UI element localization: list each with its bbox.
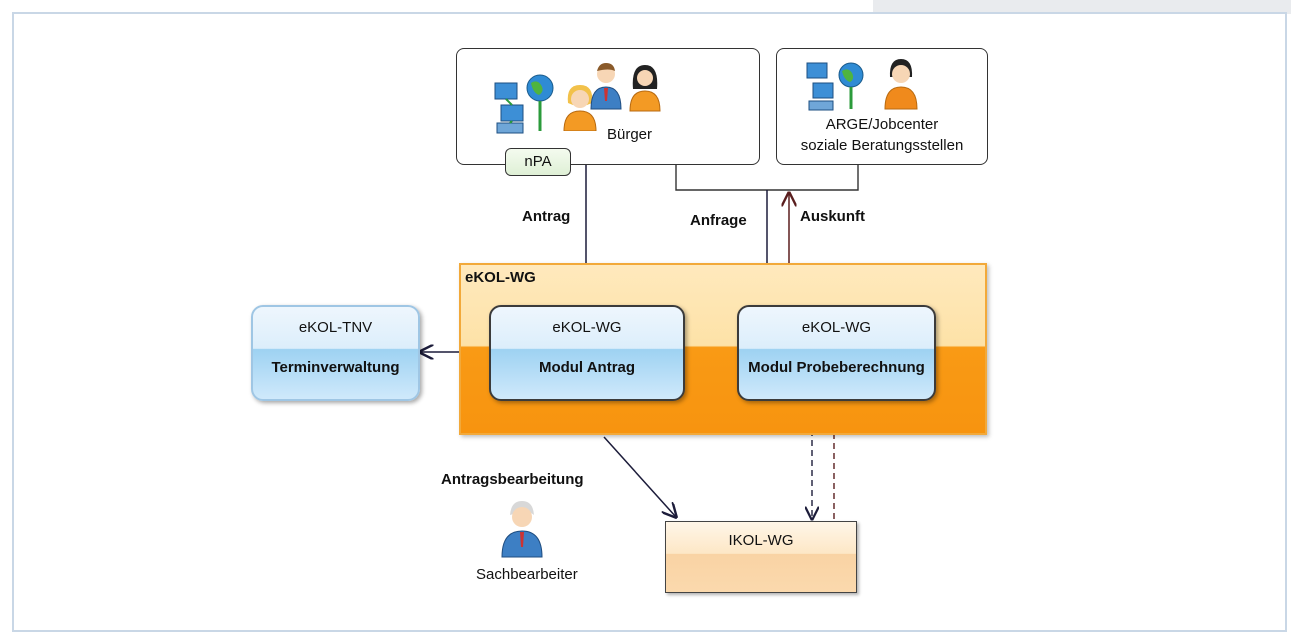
arge-label-line1: ARGE/Jobcenter (825, 116, 939, 133)
ikol-title: IKOL-WG (728, 532, 794, 549)
orange-user-icon (884, 59, 918, 110)
corner-tab (873, 0, 1291, 14)
man-user-icon (590, 63, 622, 110)
edge-connector-arge (675, 165, 859, 191)
globe-icon (838, 62, 864, 109)
module-probe-title: eKOL-WG (801, 319, 872, 336)
arge-box: ARGE/Jobcenter soziale Beratungsstellen (776, 48, 988, 165)
woman-dark-user-icon (629, 65, 661, 112)
module-antrag-title: eKOL-WG (552, 319, 622, 336)
module-tnv-subtitle: Terminverwaltung (271, 359, 400, 376)
clerk-user-icon (501, 501, 543, 558)
ikol-box: IKOL-WG (665, 521, 857, 593)
module-probe-subtitle: Modul Probeberechnung (748, 359, 925, 376)
module-probeberechnung: eKOL-WG Modul Probeberechnung (737, 305, 936, 401)
group-title: eKOL-WG (465, 269, 536, 286)
computer-network-icon (494, 82, 524, 134)
edge-label-anfrage: Anfrage (690, 212, 747, 229)
woman-user-icon (563, 85, 597, 131)
module-tnv-title: eKOL-TNV (298, 319, 373, 336)
npa-badge: nPA (505, 148, 571, 176)
module-antrag: eKOL-WG Modul Antrag (489, 305, 685, 401)
globe-icon (526, 74, 554, 131)
edge-bearbeitung (603, 436, 676, 517)
sachbearbeiter-label: Sachbearbeiter (476, 566, 578, 583)
computer-network-icon (806, 62, 834, 111)
buerger-label: Bürger (607, 126, 653, 143)
module-antrag-subtitle: Modul Antrag (538, 359, 636, 376)
arge-label-line2: soziale Beratungsstellen (800, 137, 964, 154)
buerger-box: Bürger (456, 48, 760, 165)
antragsbearbeitung-heading: Antragsbearbeitung (441, 471, 584, 488)
edge-label-auskunft: Auskunft (800, 208, 865, 225)
module-tnv: eKOL-TNV Terminverwaltung (251, 305, 420, 401)
edge-label-antrag: Antrag (522, 208, 571, 225)
